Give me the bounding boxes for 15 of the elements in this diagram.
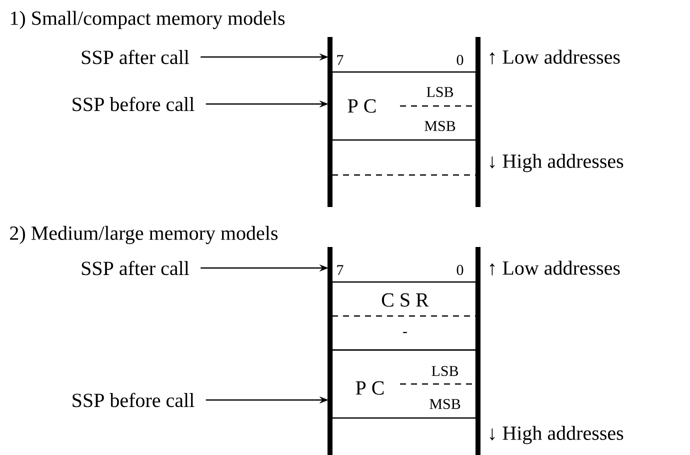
stack-cell: P C LSB MSB <box>331 349 477 419</box>
pointer-label: SSP after call <box>82 260 190 276</box>
pointer-label: SSP before call <box>72 392 194 408</box>
direction-note: ↑ Low addresses <box>490 50 620 64</box>
pointer-label: SSP after call <box>82 50 190 64</box>
direction-note: ↓ High addresses <box>490 154 624 172</box>
pointer-label: SSP before call <box>72 96 194 112</box>
stack-cell: C S R - <box>331 281 477 351</box>
direction-note: ↓ High addresses <box>490 426 624 444</box>
stack-cell: P C LSB MSB <box>331 71 477 141</box>
section-heading: 2) Medium/large memory models <box>10 226 278 244</box>
section-heading: 1) Small/compact memory models <box>10 10 285 30</box>
bit-number-row: 7 0 <box>337 264 464 276</box>
bit-number-row: 7 0 <box>337 54 464 66</box>
direction-note: ↑ Low addresses <box>490 260 620 276</box>
